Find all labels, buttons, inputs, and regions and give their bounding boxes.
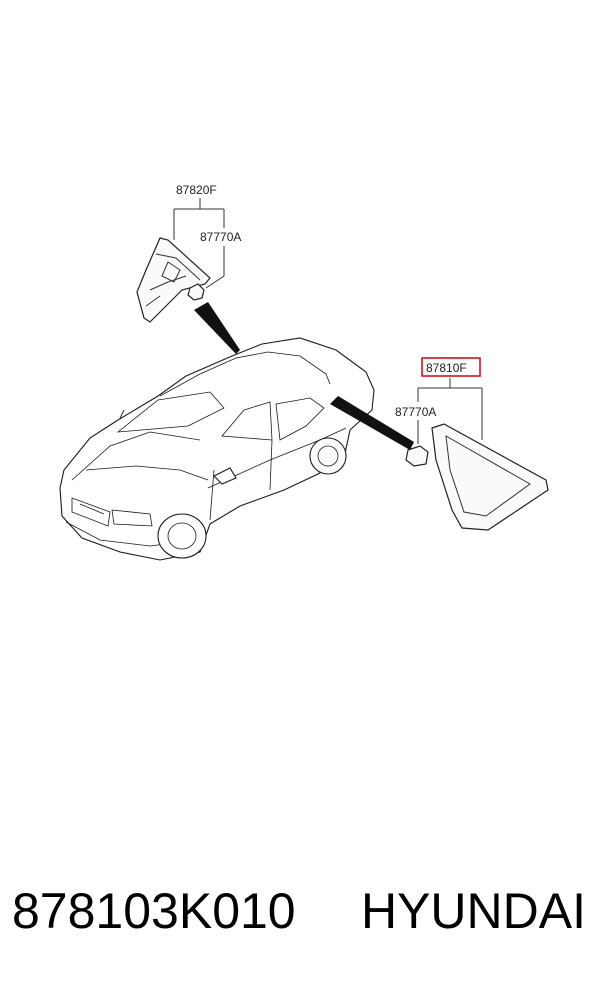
car-body	[59, 337, 375, 561]
leader-bracket-right	[417, 378, 483, 440]
car-front-wheel	[157, 513, 207, 559]
car-front-window	[221, 401, 273, 441]
footer-caption: 878103K010 HYUNDAI	[0, 876, 600, 946]
leader-bracket-upper	[173, 198, 225, 240]
car-grille	[71, 497, 111, 527]
car-rear-hub	[317, 445, 339, 467]
highlight-box-87810F	[421, 357, 481, 377]
car-side-mirror	[213, 467, 237, 485]
car-front-hub	[167, 522, 197, 550]
car-door-lines	[209, 439, 273, 521]
label-87770A-lower: 87770A	[395, 405, 436, 419]
pointer-arrow-upper	[194, 302, 240, 354]
car-windshield	[116, 391, 225, 433]
trim-87810F-shape	[431, 423, 549, 531]
right-assembly: 87810F 87770A	[330, 357, 549, 531]
car-illustration	[59, 337, 375, 561]
trim-87810F-inner	[445, 435, 531, 517]
car-antenna	[119, 409, 125, 419]
label-87810F: 87810F	[426, 361, 467, 375]
car-roof-line	[159, 351, 331, 397]
pointer-arrow-right	[330, 396, 414, 450]
car-belt-line	[207, 427, 347, 489]
clip-87770A-lower-shape	[405, 445, 429, 467]
clip-87770A-upper-shape	[187, 283, 205, 301]
trim-87820F-detail	[145, 253, 201, 307]
car-hood	[71, 431, 209, 481]
label-87820F: 87820F	[176, 183, 217, 197]
car-rear-wheel	[309, 437, 347, 475]
leader-clip-upper	[205, 246, 225, 289]
part-number: 878103K010	[12, 883, 296, 939]
car-headlight	[111, 509, 153, 527]
trim-87820F-pocket	[161, 261, 181, 283]
label-87770A-upper: 87770A	[200, 230, 241, 244]
car-rear-window	[275, 397, 325, 441]
upper-assembly: 87820F 87770A	[136, 183, 241, 354]
brand-name: HYUNDAI	[360, 883, 586, 939]
